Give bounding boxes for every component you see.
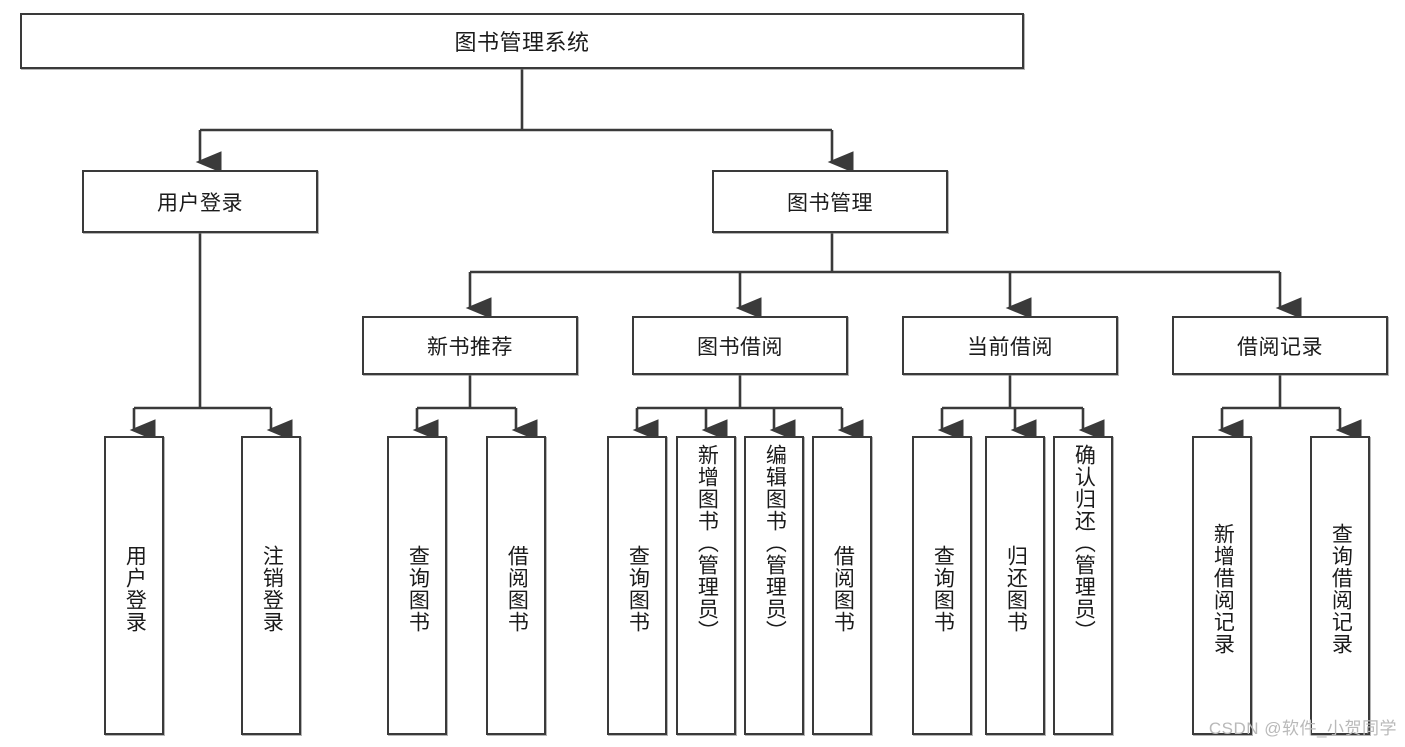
leaf-borrow-book-2[interactable]: 借阅图书 bbox=[812, 436, 872, 735]
node-user-login[interactable]: 用户登录 bbox=[82, 170, 318, 233]
leaf-borrow-book-1[interactable]: 借阅图书 bbox=[486, 436, 546, 735]
node-new-book-recommend[interactable]: 新书推荐 bbox=[362, 316, 578, 375]
node-book-management[interactable]: 图书管理 bbox=[712, 170, 948, 233]
node-root[interactable]: 图书管理系统 bbox=[20, 13, 1024, 69]
leaf-query-book-3[interactable]: 查询图书 bbox=[912, 436, 972, 735]
leaf-query-book-1-label: 查询图书 bbox=[406, 544, 430, 633]
node-user-login-label: 用户登录 bbox=[157, 191, 243, 215]
node-current-borrow[interactable]: 当前借阅 bbox=[902, 316, 1118, 375]
leaf-add-borrow-record[interactable]: 新增借阅记录 bbox=[1192, 436, 1252, 735]
node-borrow-records[interactable]: 借阅记录 bbox=[1172, 316, 1388, 375]
node-borrow-records-label: 借阅记录 bbox=[1237, 335, 1323, 359]
leaf-add-borrow-record-label: 新增借阅记录 bbox=[1211, 522, 1235, 655]
watermark: CSDN @软件_小贺同学 bbox=[1208, 719, 1397, 738]
leaf-borrow-book-2-label: 借阅图书 bbox=[831, 544, 855, 633]
leaf-edit-book-admin-label: 编辑图书（管理员） bbox=[763, 444, 787, 642]
leaf-confirm-return-admin[interactable]: 确认归还（管理员） bbox=[1053, 436, 1113, 735]
node-book-borrow-label: 图书借阅 bbox=[697, 335, 783, 359]
leaf-user-logout[interactable]: 注销登录 bbox=[241, 436, 301, 735]
leaf-query-borrow-record-label: 查询借阅记录 bbox=[1329, 522, 1353, 655]
leaf-add-book-admin[interactable]: 新增图书（管理员） bbox=[676, 436, 736, 735]
node-new-book-recommend-label: 新书推荐 bbox=[427, 335, 513, 359]
leaf-add-book-admin-label: 新增图书（管理员） bbox=[695, 444, 719, 642]
leaf-query-book-3-label: 查询图书 bbox=[931, 544, 955, 633]
leaf-query-book-1[interactable]: 查询图书 bbox=[387, 436, 447, 735]
leaf-borrow-book-1-label: 借阅图书 bbox=[505, 544, 529, 633]
leaf-user-login[interactable]: 用户登录 bbox=[104, 436, 164, 735]
leaf-edit-book-admin[interactable]: 编辑图书（管理员） bbox=[744, 436, 804, 735]
leaf-query-book-2-label: 查询图书 bbox=[626, 544, 650, 633]
node-current-borrow-label: 当前借阅 bbox=[967, 335, 1053, 359]
node-book-borrow[interactable]: 图书借阅 bbox=[632, 316, 848, 375]
leaf-user-login-label: 用户登录 bbox=[123, 544, 147, 633]
leaf-confirm-return-admin-label: 确认归还（管理员） bbox=[1072, 444, 1096, 642]
leaf-return-book-label: 归还图书 bbox=[1004, 544, 1028, 633]
leaf-query-borrow-record[interactable]: 查询借阅记录 bbox=[1310, 436, 1370, 735]
leaf-query-book-2[interactable]: 查询图书 bbox=[607, 436, 667, 735]
node-root-label: 图书管理系统 bbox=[454, 30, 590, 55]
leaf-return-book[interactable]: 归还图书 bbox=[985, 436, 1045, 735]
leaf-user-logout-label: 注销登录 bbox=[260, 544, 284, 633]
node-book-management-label: 图书管理 bbox=[787, 191, 873, 215]
